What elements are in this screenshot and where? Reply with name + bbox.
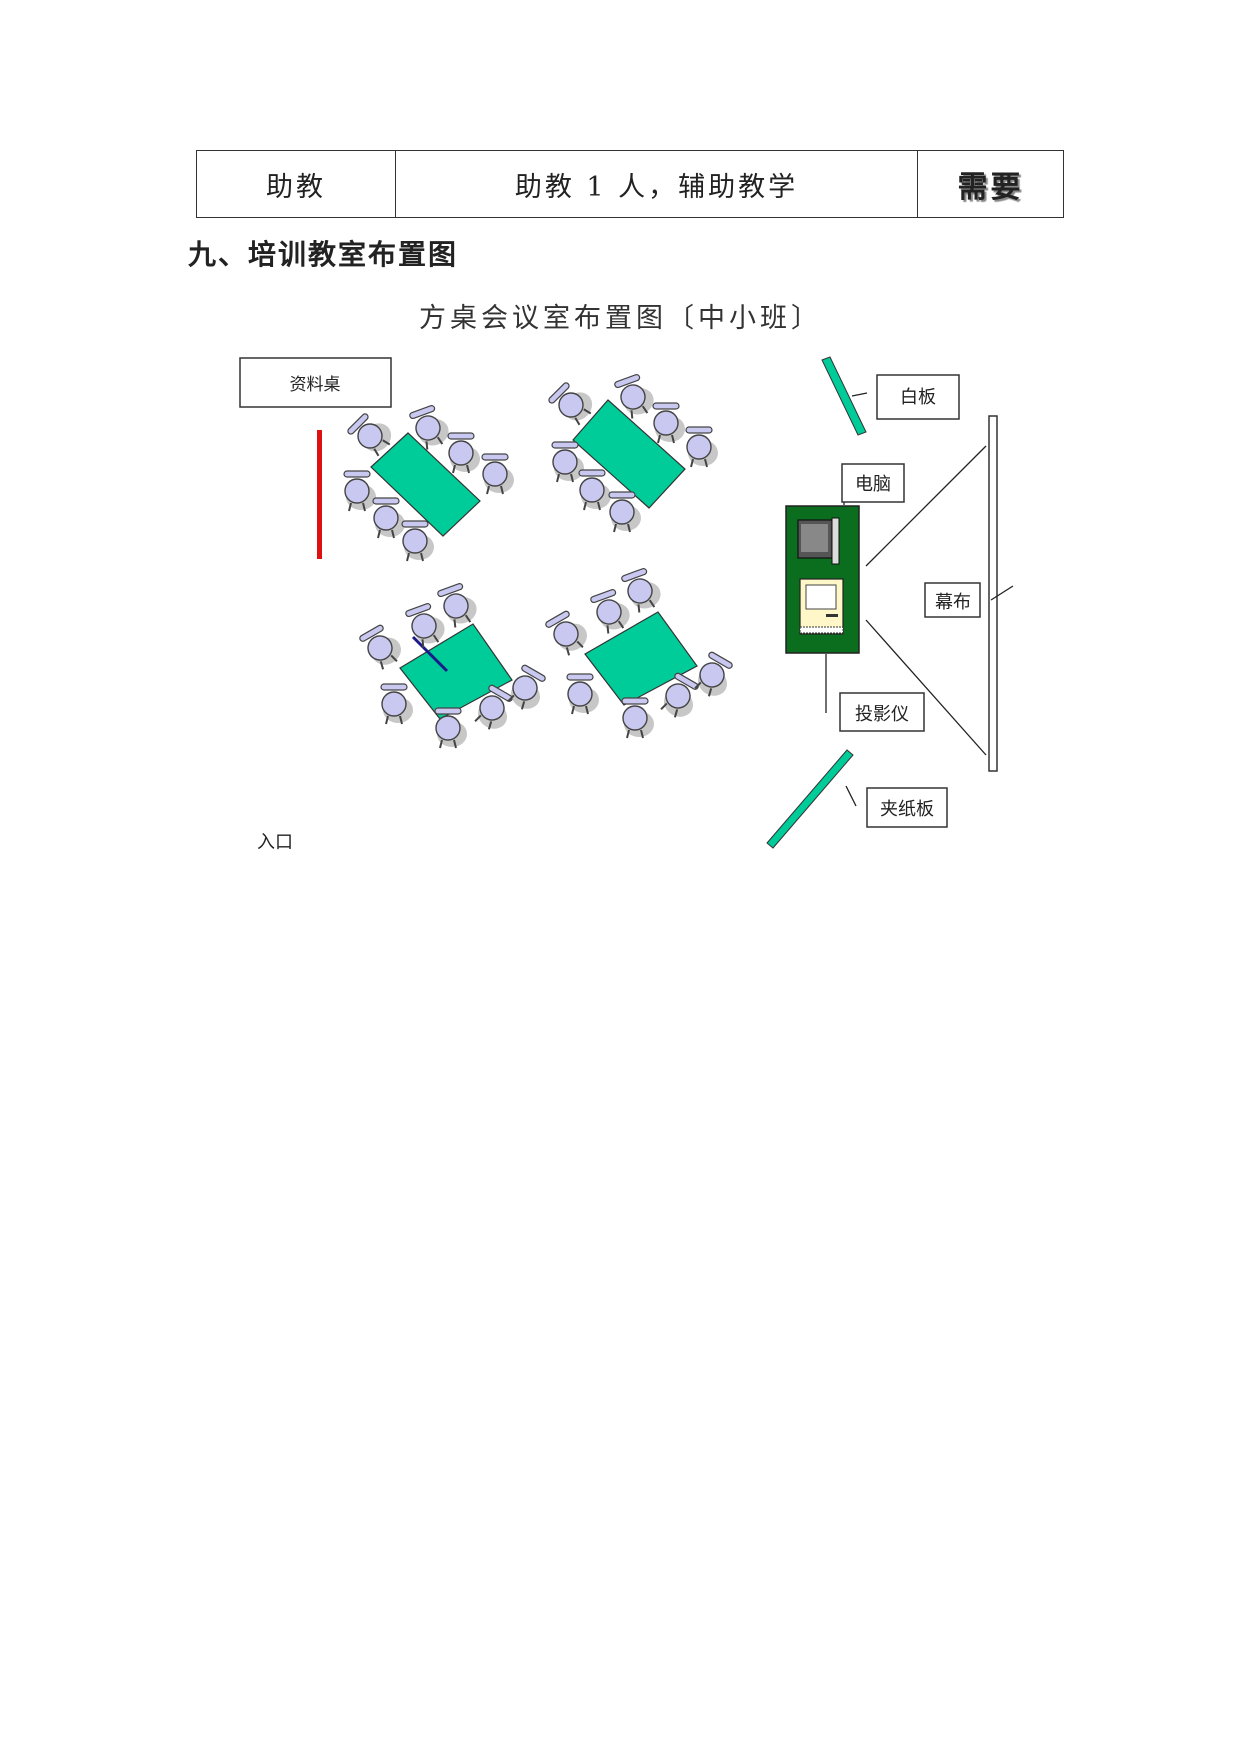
whiteboard: 白板 <box>821 356 960 436</box>
screen-label: 幕布 <box>935 592 971 613</box>
computer-label: 电脑 <box>855 474 891 495</box>
projector-label: 投影仪 <box>855 704 909 725</box>
flipchart-label: 夹纸板 <box>880 799 934 820</box>
chair <box>652 402 686 444</box>
chair <box>447 432 481 474</box>
computer-console <box>785 505 860 654</box>
diagram-title: 方桌会议室布置图〔中小班〕 <box>419 303 822 334</box>
chair <box>372 497 406 539</box>
chair <box>380 683 414 725</box>
projection-beam-lower <box>865 619 987 756</box>
table-group-3 <box>357 579 553 749</box>
flipchart: 夹纸板 <box>766 749 948 849</box>
chair <box>434 707 468 749</box>
chair <box>619 564 666 616</box>
table-cell-requirement: 需要 <box>917 150 1064 218</box>
group-1-table <box>370 432 481 537</box>
desktop-computer-icon <box>799 578 844 635</box>
whiteboard-label: 白板 <box>900 387 936 408</box>
classroom-layout-diagram: 资料桌 <box>239 356 1014 853</box>
staff-table: 助教 助教 1 人，辅助教学 需要 <box>196 150 1064 218</box>
chair <box>685 426 719 468</box>
projection-screen: 幕布 <box>924 415 1014 772</box>
chair <box>588 585 635 637</box>
chair <box>357 620 408 673</box>
chair <box>689 650 740 703</box>
projector-label-box <box>839 692 925 732</box>
table-cell-description: 助教 1 人，辅助教学 <box>395 150 918 218</box>
table-group-2 <box>546 370 719 533</box>
computer-label-box <box>841 463 905 503</box>
chair <box>608 491 642 533</box>
section-heading: 九、培训教室布置图 <box>188 238 459 271</box>
table-row: 助教 助教 1 人，辅助教学 需要 <box>196 150 1064 218</box>
group-4-table <box>584 611 698 706</box>
group-3-table <box>399 623 513 720</box>
chair <box>502 663 553 716</box>
chair <box>566 673 600 715</box>
materials-table: 资料桌 <box>239 357 392 408</box>
laptop-icon <box>797 517 840 565</box>
group-2-table <box>572 399 686 509</box>
chair <box>481 453 515 495</box>
table-group-1 <box>343 401 515 562</box>
entrance-label: 入口 <box>257 832 293 853</box>
chair <box>543 606 594 659</box>
materials-table-label: 资料桌 <box>290 375 341 395</box>
projection-beam-upper <box>865 445 987 567</box>
marker-pen <box>411 635 449 673</box>
entrance-door-bar <box>317 430 322 559</box>
chair <box>578 469 612 511</box>
chair <box>343 470 377 512</box>
chair <box>435 579 482 631</box>
table-group-4 <box>543 564 740 739</box>
chair <box>621 697 655 739</box>
chair <box>401 520 435 562</box>
chair <box>551 441 585 483</box>
table-cell-role: 助教 <box>196 150 396 218</box>
